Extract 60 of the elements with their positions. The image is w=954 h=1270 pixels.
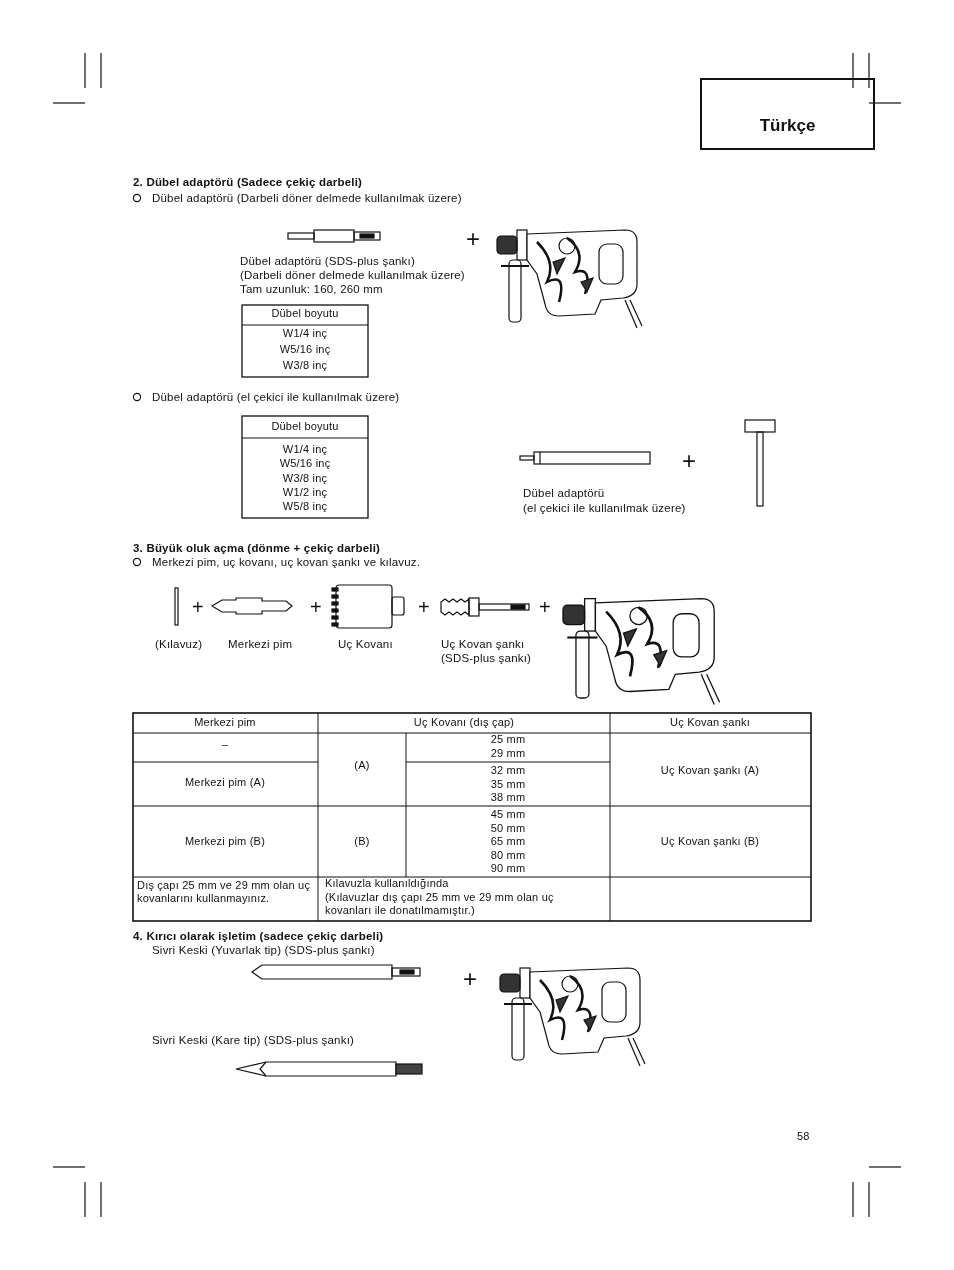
table-text: 45 mm [490, 808, 526, 821]
table-text: 80 mm [490, 849, 526, 862]
plus-sign: + [310, 595, 322, 619]
table-text: 38 mm [490, 791, 526, 804]
section-heading: 3. Büyük oluk açma (dönme + çekiç darbeli) [133, 541, 381, 555]
language-tab: Türkçe [700, 78, 875, 150]
table-text: Merkezi pim (A) [185, 776, 265, 789]
caption-text: (Kılavuz) [155, 637, 203, 651]
table-text: 29 mm [490, 747, 526, 760]
table-text: W5/8 inç [282, 500, 328, 513]
table-text: 65 mm [490, 835, 526, 848]
caption-text: Sivri Keski (Kare tip) (SDS-plus şankı) [152, 1033, 355, 1047]
table-note: Dış çapı 25 mm ve 29 mm olan uç kovanlarını kullanmayınız. [137, 879, 312, 904]
table-text: 90 mm [490, 862, 526, 875]
section-heading: 4. Kırıcı olarak işletim (sadece çekiç darbeli) [133, 929, 384, 943]
page-number: 58 [797, 1130, 810, 1143]
table-text: W5/16 inç [279, 343, 331, 356]
table-text: (B) [354, 835, 370, 848]
table-text: 32 mm [490, 764, 526, 777]
bullet-text: Merkezi pim, uç kovanı, uç kovan şankı ve kılavuz. [152, 555, 421, 569]
plus-sign: + [418, 595, 430, 619]
table-text: (A) [354, 759, 370, 772]
table-heading: Uç Kovan şankı [670, 716, 750, 729]
caption-text: Uç Kovanı [338, 637, 393, 651]
bullet-text: Dübel adaptörü (Darbeli döner delmede kullanılmak üzere) [152, 191, 462, 205]
table-text: 50 mm [490, 822, 526, 835]
plus-sign: + [192, 595, 204, 619]
table-note: (Kılavuzlar dış çapı 25 mm ve 29 mm olan uç kovanları ile donatılmamıştır.) [325, 891, 555, 916]
plus-sign: + [539, 595, 551, 619]
table-heading: Merkezi pim [194, 716, 256, 729]
caption-text: Tam uzunluk: 160, 260 mm [240, 282, 383, 296]
table-text: W1/4 inç [282, 327, 328, 340]
table-text: W3/8 inç [282, 359, 328, 372]
caption-text: Merkezi pim [228, 637, 293, 651]
bullet-text: Dübel adaptörü (el çekici ile kullanılmak üzere) [152, 390, 400, 404]
section-heading: 2. Dübel adaptörü (Sadece çekiç darbeli) [133, 175, 363, 189]
table-text: 25 mm [490, 733, 526, 746]
table-text: Uç Kovan şankı (B) [660, 835, 760, 848]
table-text: 35 mm [490, 778, 526, 791]
caption-text: Dübel adaptörü [523, 486, 605, 500]
table-heading: Uç Kovanı (dış çap) [413, 716, 515, 729]
table-text: Merkezi pim (B) [185, 835, 265, 848]
table-heading: Dübel boyutu [271, 307, 339, 320]
caption-text: Sivri Keski (Yuvarlak tip) (SDS-plus şankı) [152, 943, 375, 957]
table-note: Kılavuzla kullanıldığında [325, 877, 449, 890]
plus-sign: + [681, 446, 697, 475]
plus-sign: + [462, 964, 478, 993]
caption-text: Dübel adaptörü (SDS-plus şankı) [240, 254, 415, 268]
caption-text: (Darbeli döner delmede kullanılmak üzere) [240, 268, 465, 282]
table-text: W1/2 inç [282, 486, 328, 499]
table-text: – [221, 738, 229, 751]
caption-text: (SDS-plus şankı) [441, 651, 532, 665]
plus-sign: + [465, 224, 481, 253]
table-text: W5/16 inç [279, 457, 331, 470]
caption-text: (el çekici ile kullanılmak üzere) [523, 501, 686, 515]
caption-text: Uç Kovan şankı [441, 637, 525, 651]
table-heading: Dübel boyutu [271, 420, 339, 433]
table-text: W3/8 inç [282, 472, 328, 485]
table-text: W1/4 inç [282, 443, 328, 456]
table-text: Uç Kovan şankı (A) [660, 764, 760, 777]
